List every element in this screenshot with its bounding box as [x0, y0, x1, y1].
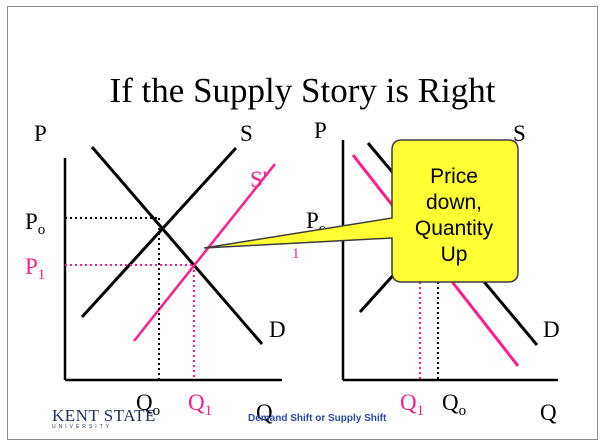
kent-state-logo: KENT STATE UNIVERSITY: [52, 406, 156, 430]
right-quantity-new-label: Q1: [400, 390, 424, 419]
left-supply-label: S: [240, 121, 253, 146]
right-demand-label: D: [543, 317, 560, 342]
right-p-axis-label: P: [314, 118, 327, 143]
right-price-new-partial-label: 1: [292, 246, 300, 262]
right-supply-label: S: [513, 121, 526, 146]
left-new-supply-curve: [133, 163, 276, 342]
left-price-original-label: Po: [25, 209, 45, 238]
footer-caption: Demand Shift or Supply Shift: [248, 413, 387, 424]
left-graph: P Q S D S' Po P1 Qo Q1: [25, 121, 286, 425]
callout-line: down,: [425, 191, 483, 214]
left-quantity-new-label: Q1: [188, 390, 212, 419]
logo-wordmark: KENT STATE: [52, 406, 156, 425]
callout-line: Price: [430, 165, 478, 188]
right-q-axis-label: Q: [540, 400, 557, 425]
left-price-new-label: P1: [25, 254, 45, 283]
left-q-axis-label: Q: [256, 400, 273, 425]
callout-box: [203, 139, 519, 283]
left-p-axis-label: P: [34, 121, 47, 146]
logo-subtext: UNIVERSITY: [52, 424, 113, 430]
left-demand-label: D: [269, 317, 286, 342]
left-quantity-original-label: Qo: [136, 390, 160, 419]
right-quantity-original-label: Qo: [442, 390, 466, 419]
callout-text: Price down, Quantity Up: [404, 164, 504, 268]
left-supply-curve: [80, 146, 238, 319]
slide-title: If the Supply Story is Right: [109, 71, 496, 110]
left-demand-curve: [90, 146, 264, 345]
left-new-supply-label: S': [250, 167, 267, 192]
callout-line: Up: [440, 243, 468, 266]
callout-line: Quantity: [414, 217, 494, 240]
